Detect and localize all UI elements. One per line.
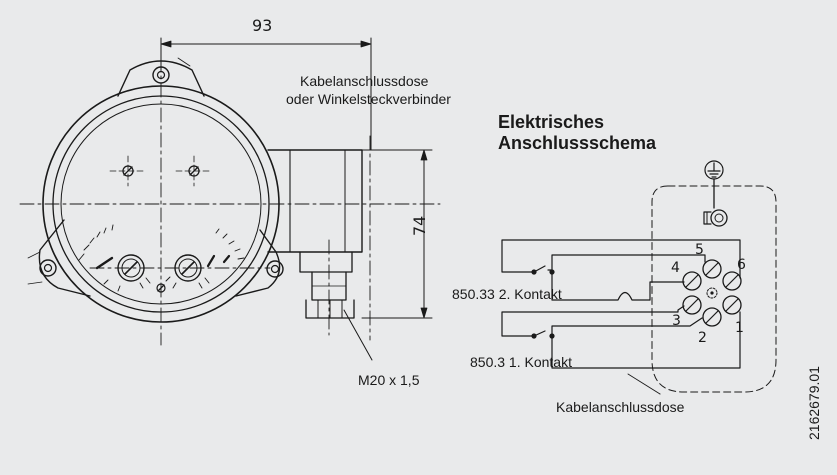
connector-label-line2: oder Winkelsteckverbinder: [286, 91, 451, 107]
thread-label: M20 x 1,5: [358, 372, 420, 388]
wiring-diagram: [501, 160, 777, 395]
dimension-74: [361, 149, 433, 319]
terminal-number-3: 3: [672, 313, 681, 329]
contact-1-circuit: [501, 305, 741, 369]
terminal-number-4: 4: [671, 260, 680, 276]
contact-2-label: 850.33 2. Kontakt: [452, 286, 562, 302]
drawing-number: 2162679.01: [806, 366, 822, 440]
terminal-block: [682, 259, 742, 327]
terminal-number-5: 5: [695, 242, 704, 258]
adjust-screws: [109, 155, 213, 293]
terminal-number-1: 1: [735, 320, 744, 336]
dimension-74-label: 74: [410, 215, 429, 236]
box-label: Kabelanschlussdose: [556, 399, 685, 415]
potentiometer-knob-icon: [78, 224, 245, 292]
terminal-number-2: 2: [698, 330, 707, 346]
schema-title-line2: Anschlussschema: [498, 133, 657, 153]
terminal-number-6: 6: [737, 257, 746, 273]
schema-title-line1: Elektrisches: [498, 112, 605, 132]
contact-1-label: 850.3 1. Kontakt: [470, 354, 572, 370]
dimension-93: [160, 37, 372, 151]
dimension-93-label: 93: [252, 16, 273, 35]
connector-label-line1: Kabelanschlussdose: [300, 73, 429, 89]
ground-symbol-icon: [704, 160, 724, 209]
contact-2-circuit: [501, 239, 741, 301]
terminal-screw-icon: [703, 209, 728, 227]
center-lines: [19, 57, 441, 346]
